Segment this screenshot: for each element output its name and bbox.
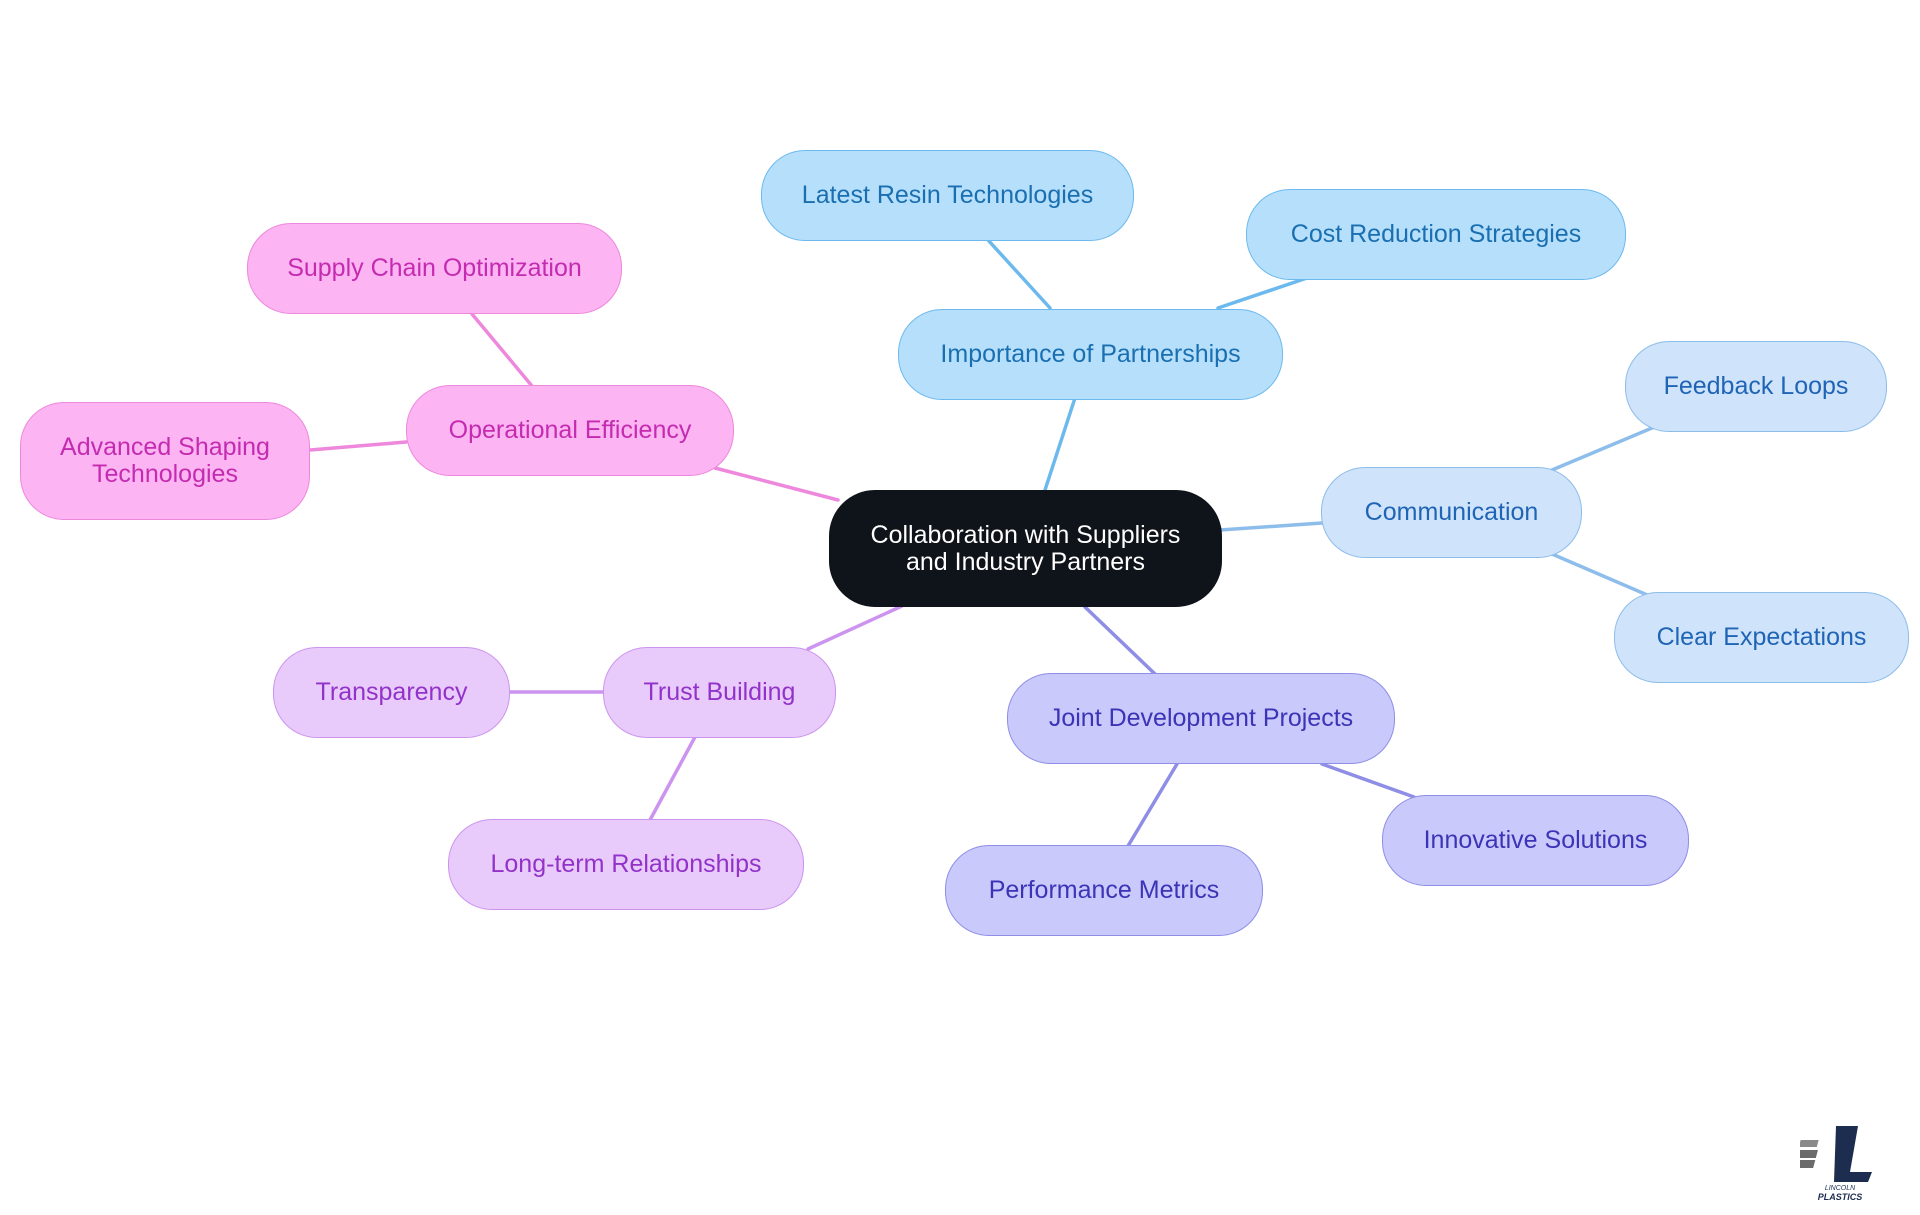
edge-root-trust	[806, 604, 904, 651]
edge-joint-performance	[1126, 762, 1179, 848]
edge-root-efficiency	[713, 466, 840, 502]
edge-joint-innovative	[1320, 762, 1416, 799]
branch-partnerships: Importance of Partnerships	[898, 309, 1283, 400]
edge-communication-expectations	[1550, 552, 1654, 599]
edge-partnerships-resin	[986, 238, 1052, 310]
leaf-clear-expectations: Clear Expectations	[1614, 592, 1909, 683]
leaf-feedback-loops: Feedback Loops	[1625, 341, 1887, 432]
logo-line1: LINCOLN	[1825, 1185, 1856, 1192]
branch-trust-building: Trust Building	[603, 647, 836, 738]
edge-efficiency-supply	[470, 312, 534, 388]
edge-efficiency-advanced	[308, 440, 408, 452]
leaf-supply-chain-optimization: Supply Chain Optimization	[247, 223, 622, 314]
edge-root-joint-projects	[1083, 605, 1157, 676]
logo-line2: PLASTICS	[1818, 1192, 1863, 1202]
leaf-advanced-shaping-technologies: Advanced Shaping Technologies	[20, 402, 310, 520]
leaf-cost-reduction-strategies: Cost Reduction Strategies	[1246, 189, 1626, 280]
edge-root-communication	[1218, 521, 1324, 532]
lincoln-plastics-logo: LINCOLN PLASTICS	[1791, 1120, 1880, 1202]
branch-joint-development-projects: Joint Development Projects	[1007, 673, 1395, 764]
edge-partnerships-cost	[1216, 276, 1309, 310]
leaf-long-term-relationships: Long-term Relationships	[448, 819, 804, 910]
edge-root-partnerships	[1043, 396, 1077, 492]
root-node: Collaboration with Suppliers and Industr…	[829, 490, 1222, 607]
edge-trust-longterm	[648, 735, 697, 822]
edge-communication-feedback	[1550, 426, 1654, 472]
leaf-performance-metrics: Performance Metrics	[945, 845, 1263, 936]
branch-communication: Communication	[1321, 467, 1582, 558]
leaf-transparency: Transparency	[273, 647, 510, 738]
branch-operational-efficiency: Operational Efficiency	[406, 385, 734, 476]
leaf-latest-resin-technologies: Latest Resin Technologies	[761, 150, 1134, 241]
leaf-innovative-solutions: Innovative Solutions	[1382, 795, 1689, 886]
